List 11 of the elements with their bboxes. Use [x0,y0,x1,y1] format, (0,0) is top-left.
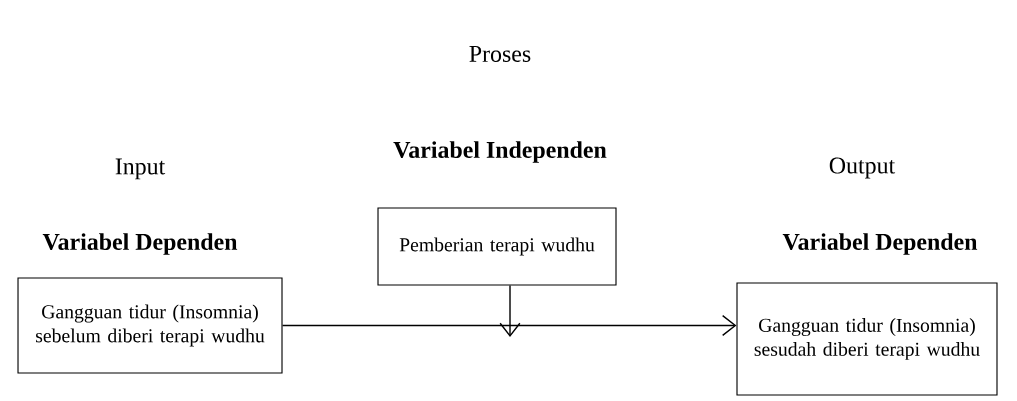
arrow [281,314,737,337]
text-box: Gangguan tidur (Insomnia) sebelum diberi terapi wudhu [17,277,283,374]
heading: Variabel Dependen [782,233,978,255]
heading: Variabel Dependen [42,233,238,255]
text-box: Pemberian terapi wudhu [377,207,617,286]
label: Input [115,158,166,180]
label: Proses [469,46,531,62]
text-box: Gangguan tidur (Insomnia) sesudah diberi terapi wudhu [736,282,998,396]
heading: Variabel Independen [393,141,607,163]
arrow [499,284,521,337]
label: Output [829,157,896,179]
